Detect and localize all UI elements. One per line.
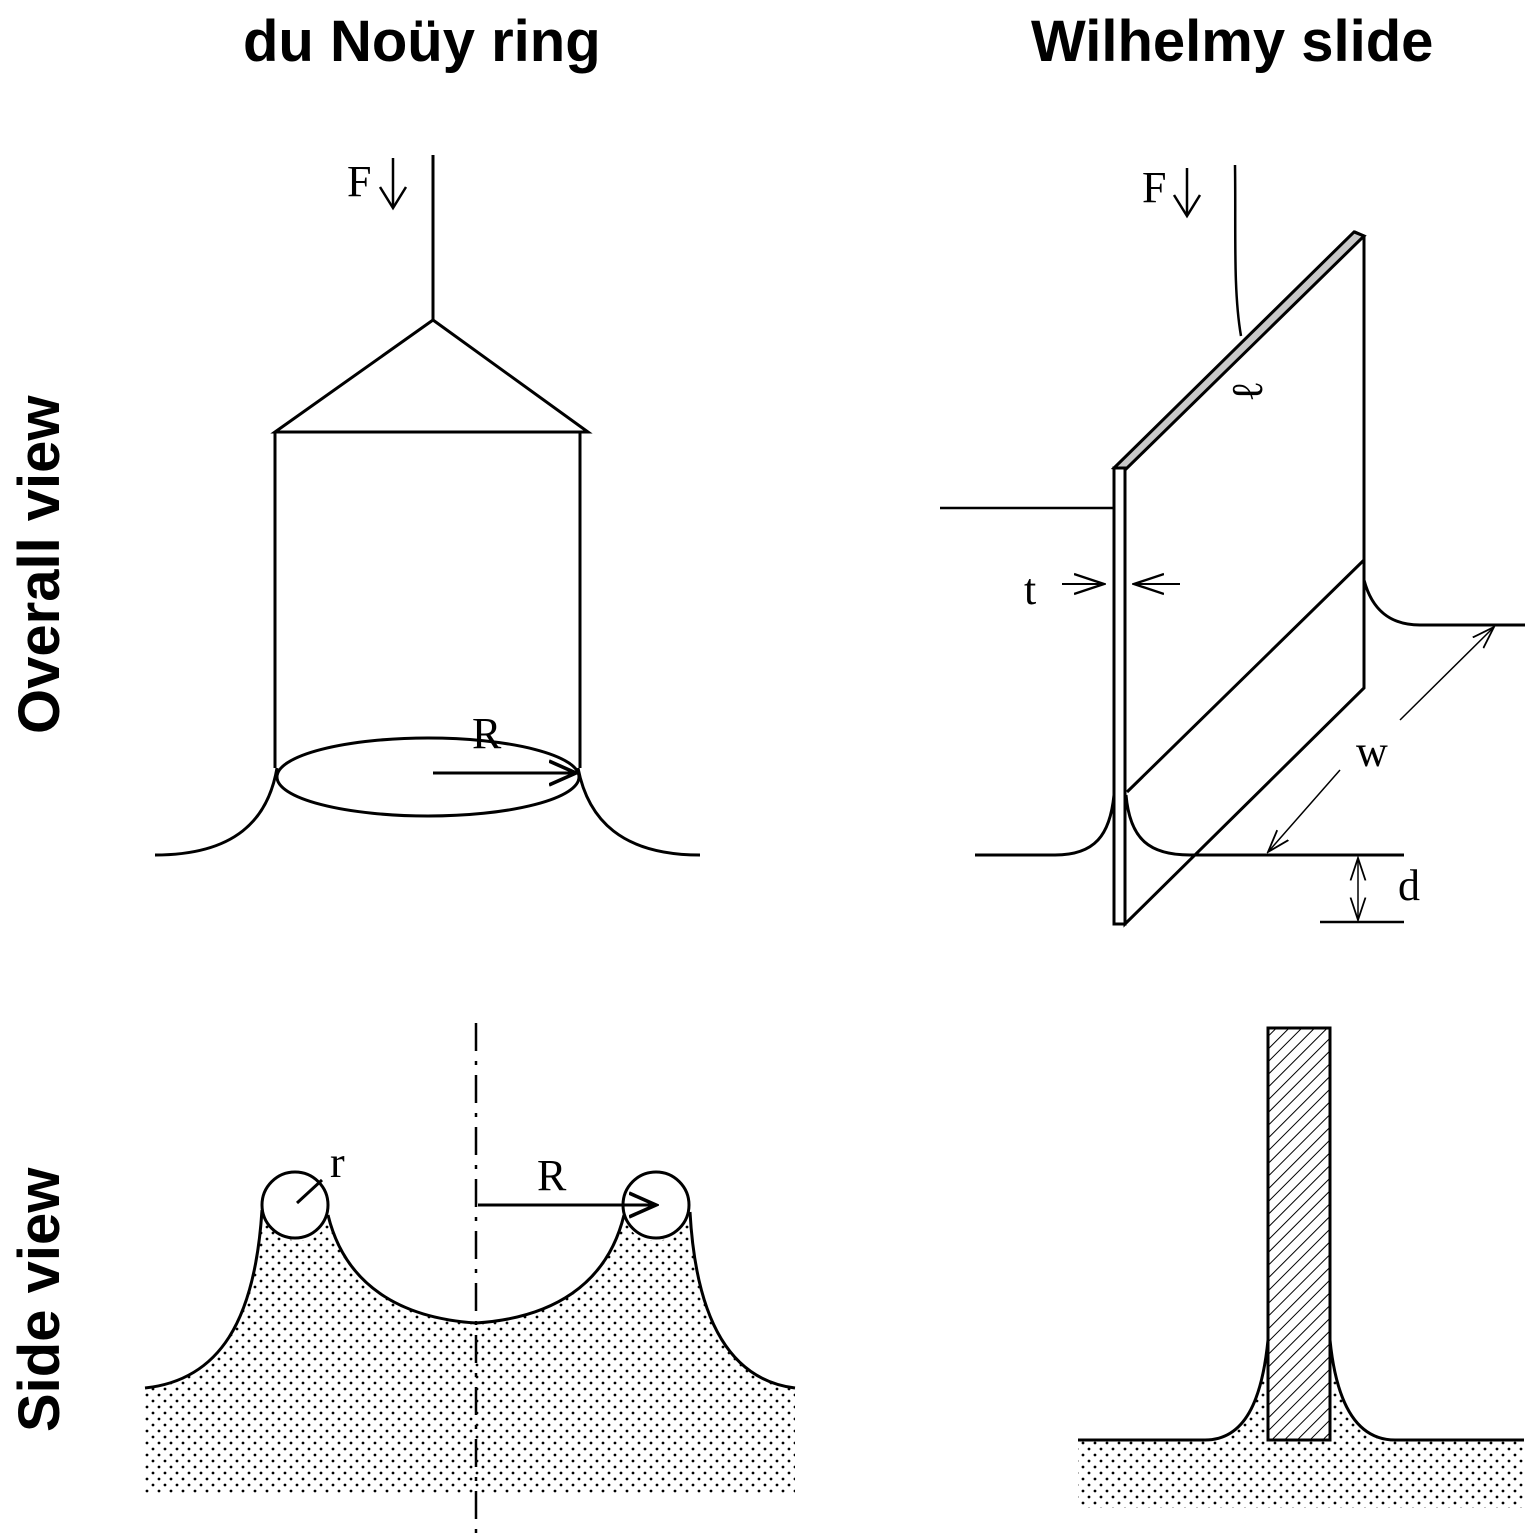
hanging-wire	[1233, 164, 1243, 337]
force-arrow-icon	[378, 186, 408, 211]
ring-liquid	[145, 1210, 795, 1495]
plate-waterline	[1125, 558, 1366, 794]
thickness-label: t	[1024, 565, 1036, 614]
width-label: w	[1356, 727, 1388, 776]
plate-face	[1123, 230, 1366, 928]
ring-side-view	[144, 1023, 796, 1534]
slide-side-view	[1078, 1026, 1524, 1508]
ring-ellipse	[275, 736, 581, 818]
wilhelmy-slide-title: Wilhelmy slide	[1031, 9, 1434, 74]
slide-cross-section	[1266, 1026, 1332, 1442]
liquid-surface-right	[1124, 794, 1404, 857]
plate-front-edge	[1112, 466, 1127, 926]
slide-force-label: F	[1142, 163, 1166, 212]
liquid-surface-back	[1362, 579, 1525, 627]
ring-overall-view	[154, 155, 701, 857]
meniscus-left	[154, 767, 279, 857]
wire-radius-line	[295, 1178, 324, 1205]
force-label: F	[347, 157, 371, 206]
ring-stirrup	[270, 318, 593, 434]
slide-meniscus-right	[1328, 1339, 1524, 1442]
slide-liquid	[1078, 1340, 1524, 1508]
slide-overall-view	[940, 164, 1525, 928]
depth-label: d	[1398, 861, 1420, 910]
du-nouy-ring-title: du Noüy ring	[243, 9, 601, 74]
wire-radius-label: r	[330, 1138, 345, 1187]
side-ring-radius-label: R	[537, 1151, 567, 1200]
width-arrow-down	[1268, 769, 1341, 852]
width-arrow-up	[1399, 627, 1494, 721]
slide-force-arrow-icon	[1172, 194, 1202, 219]
ring-side-meniscus-outer-right	[688, 1211, 796, 1390]
slide-meniscus-left	[1078, 1339, 1270, 1442]
ring-radius-label: R	[472, 709, 502, 758]
meniscus-right	[576, 767, 701, 857]
length-label: ℓ	[1223, 381, 1272, 402]
liquid-surface-left	[975, 794, 1116, 857]
ring-side-meniscus-outer-left	[144, 1209, 264, 1390]
